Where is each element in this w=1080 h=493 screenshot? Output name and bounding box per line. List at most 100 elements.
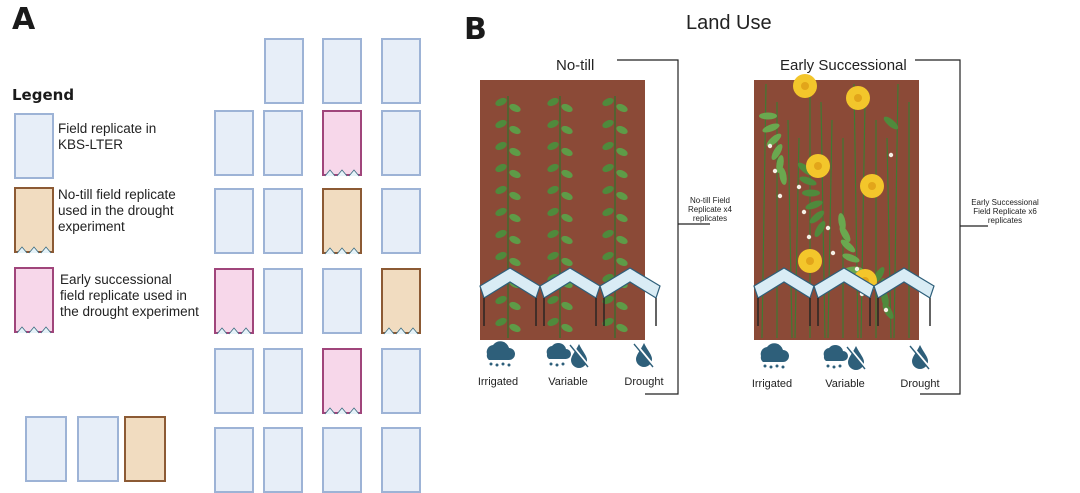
leaf [616,213,628,223]
leaf [616,125,628,135]
leaf [838,213,846,231]
leaf [561,235,573,245]
small-flower [825,225,831,231]
legend-swatch-early-successional [14,267,54,334]
rainout-shelters-icon [16,241,52,254]
treatment-label: Irrigated [477,376,519,388]
small-flower [801,209,807,215]
leaf [547,251,559,261]
leaf [602,251,614,261]
leaf [509,191,521,201]
leaf [602,97,614,107]
leaf [771,144,783,160]
leaf [805,200,823,210]
flower-center [806,257,814,265]
leaf [602,163,614,173]
rainout-shelters-icon [383,322,419,335]
leaf [602,207,614,217]
leaf [840,239,856,253]
plant-stem [787,119,793,339]
leaf [602,119,614,129]
leaf [509,213,521,223]
flower-center [801,82,809,90]
leaf [495,207,507,217]
leaf [882,303,894,319]
small-flower [772,168,778,174]
plant-stem [827,119,833,339]
leaf [547,163,559,173]
early-successional-bracket [915,59,988,395]
leaf [616,103,628,113]
small-flower [777,193,783,199]
no-water-icon [906,342,934,375]
leaf [561,323,573,333]
land-use-illustration [479,59,988,395]
leaf [616,323,628,333]
rainout-shelters-icon [216,322,252,335]
field-replicate [381,110,421,176]
leaf [602,317,614,327]
leaf [762,123,780,133]
leaf [616,235,628,245]
panel-a-letter: A [12,2,36,37]
leaf [561,213,573,223]
leaf [509,125,521,135]
leaf [616,257,628,267]
variable-rain-icon [543,340,593,373]
rainout-shelters-icon [16,321,52,334]
plant-stem [886,137,892,339]
treatment-label: Variable [548,376,588,388]
panel-b-letter: B [464,12,487,47]
legend-swatch-field [14,113,54,179]
leaf [814,221,826,237]
field-replicate [214,188,254,254]
leaf [509,147,521,157]
land-use-title: Land Use [686,12,772,34]
early-successional-replicate [322,348,362,415]
leaf [766,133,782,147]
plant-stem [794,137,800,339]
plant-stem [820,101,826,339]
field-replicate [322,38,362,104]
variable-rain-icon [820,342,870,375]
leaf [561,191,573,201]
field-replicate [263,110,303,176]
leaf [616,301,628,311]
legend-label-field: Field replicate in KBS-LTER [58,121,157,152]
no-till-rainout-shelters [479,267,661,326]
flower-center [814,162,822,170]
leaf [547,317,559,327]
leaf [547,229,559,239]
rainout-shelters-icon [324,402,360,415]
legend-label-no-till: No-till field replicate used in the drou… [58,187,176,234]
soybean-plants [495,96,628,338]
leaf [547,295,559,305]
field-replicate [263,348,303,414]
leaf [602,229,614,239]
field-replicate [263,188,303,254]
small-flower [854,266,860,272]
leaf [509,235,521,245]
leaf [602,141,614,151]
no-till-replicate [124,416,166,482]
field-replicate [381,348,421,414]
leaf [495,251,507,261]
treatment-label: Variable [825,378,865,390]
field-replicate [381,427,421,493]
leaf [495,119,507,129]
leaf [547,97,559,107]
leaf [842,253,860,263]
early-successional-replicate [322,110,362,177]
leaf [561,103,573,113]
no-till-bracket-label: No-till Field Replicate x4 replicates [687,196,733,223]
field-replicate [263,268,303,334]
field-replicate [263,427,303,493]
leaf [495,141,507,151]
field-replicate [322,268,362,334]
legend-title: Legend [12,86,75,104]
no-water-icon [630,340,658,373]
small-flower [767,143,773,149]
no-till-bracket [617,59,710,395]
small-flower [883,307,889,313]
leaf [495,185,507,195]
